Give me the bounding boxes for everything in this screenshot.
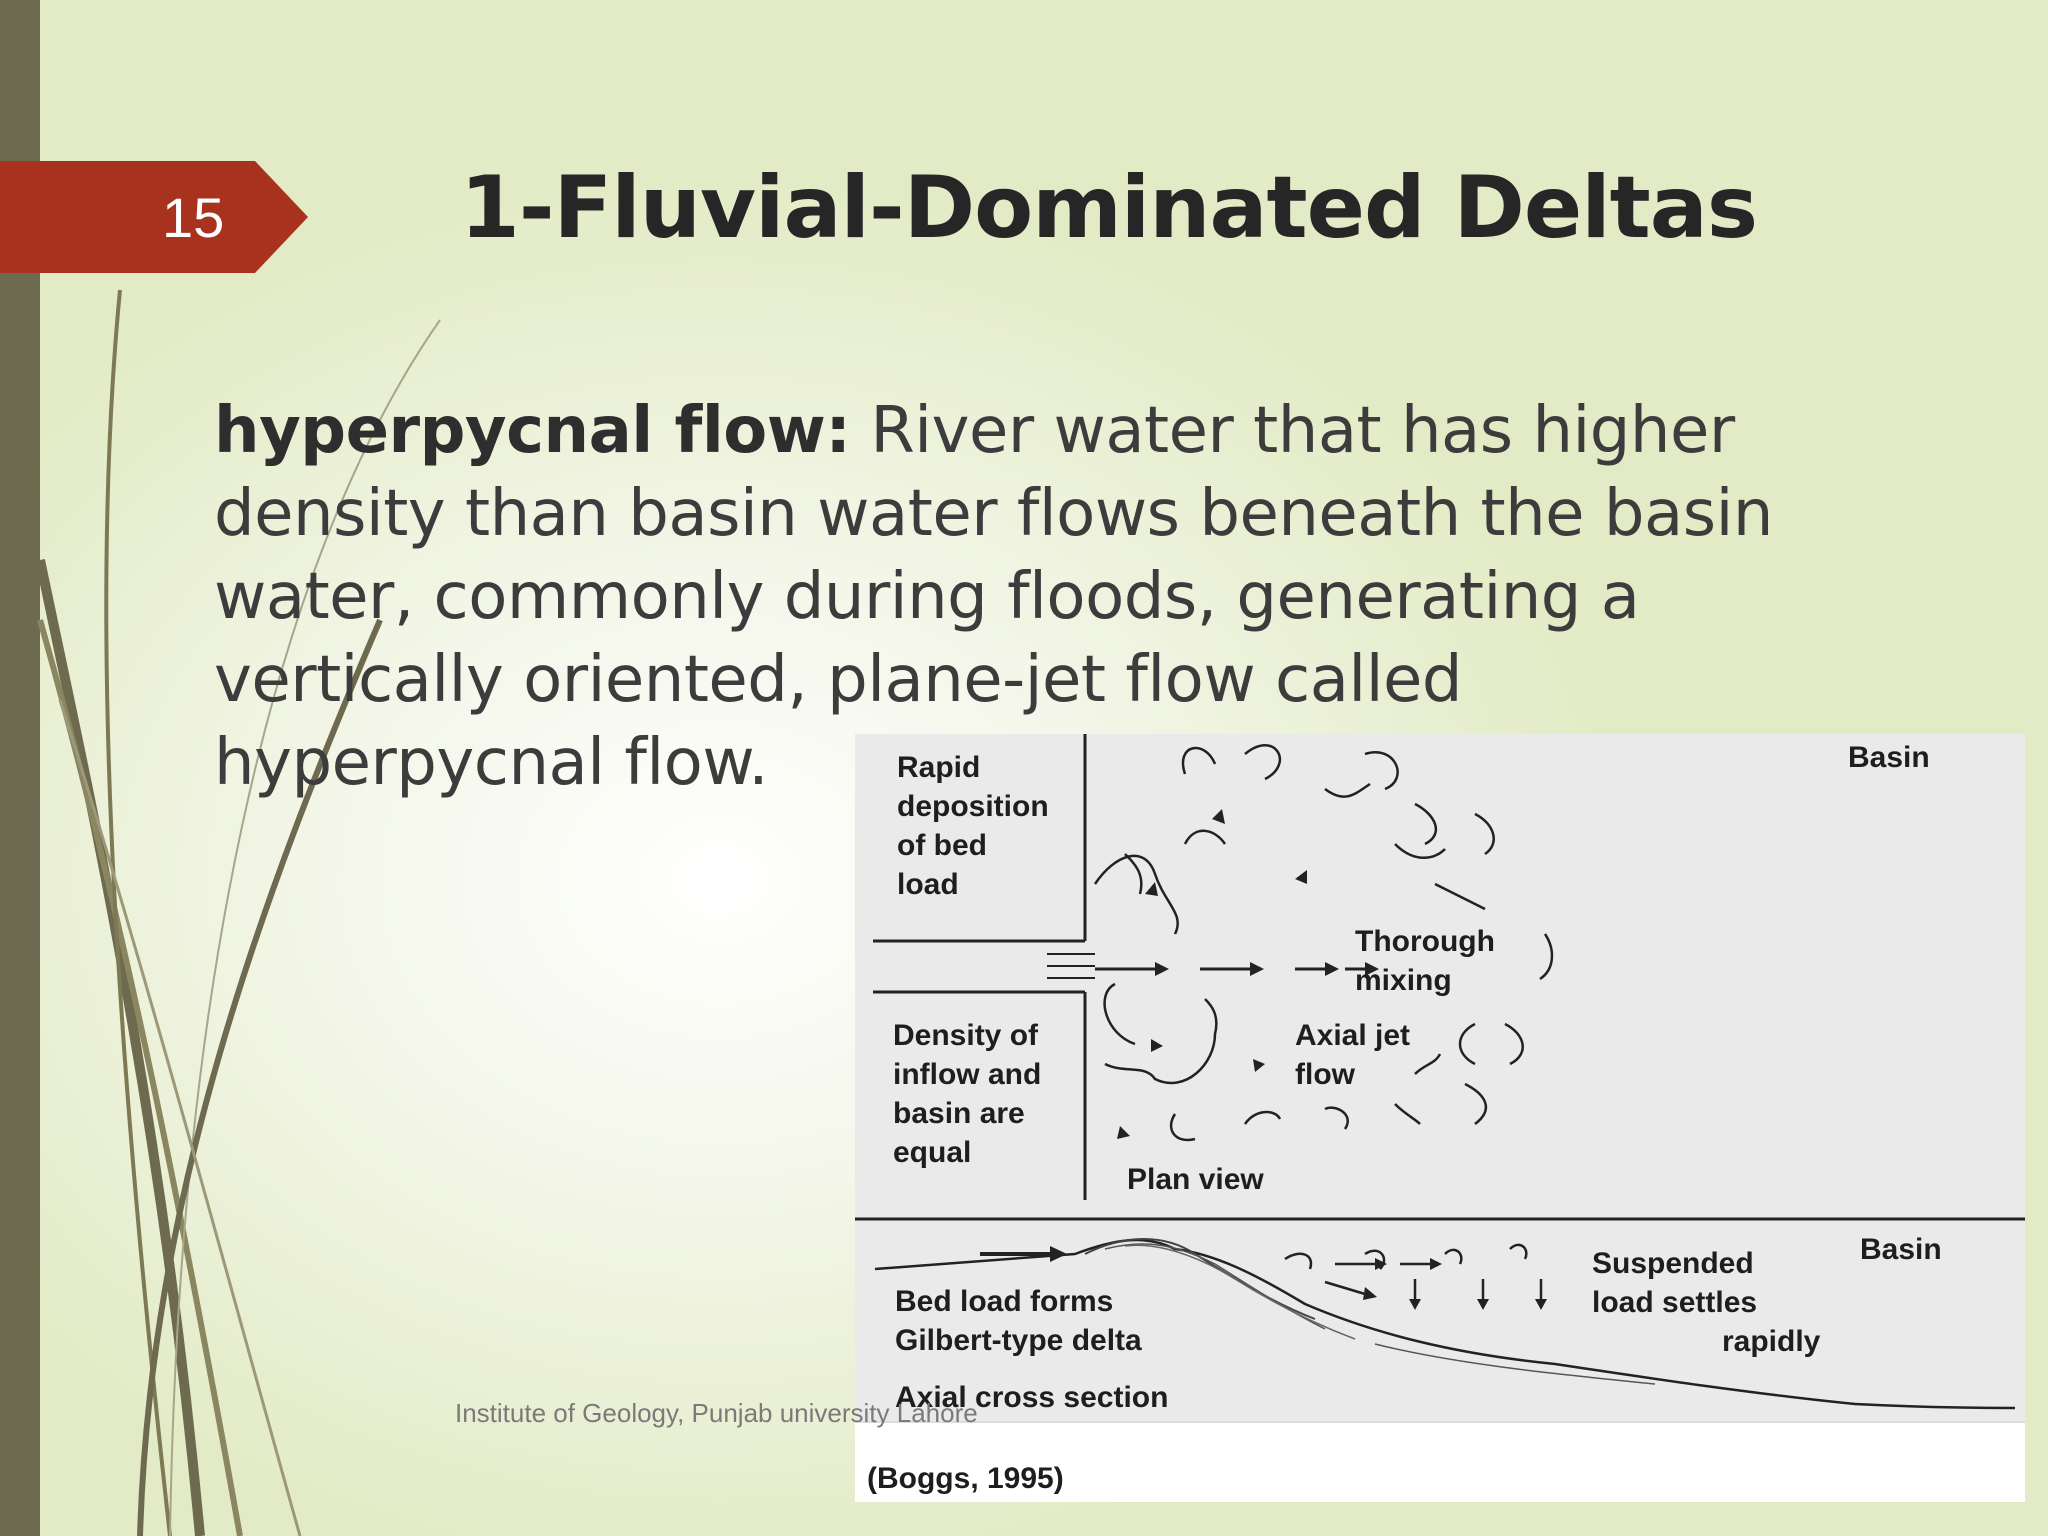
label-line: load settles (1592, 1286, 1758, 1319)
definition-term: hyperpycnal flow: (214, 394, 851, 468)
label-line: Gilbert-type delta (895, 1324, 1142, 1357)
label-line: deposition (897, 790, 1049, 823)
label-thorough-mixing: Thorough mixing (1355, 922, 1495, 1000)
label-line: mixing (1355, 964, 1452, 997)
label-density-equal: Density of inflow and basin are equal (893, 1016, 1041, 1172)
slide-number: 15 (162, 186, 225, 249)
diagram-drawing (855, 734, 2025, 1423)
label-line: rapidly (1722, 1325, 1821, 1358)
label-line: of bed (897, 829, 987, 862)
label-line: Thorough (1355, 925, 1495, 958)
delta-diagram-figure: Rapid deposition of bed load Density of … (855, 734, 2025, 1502)
label-line: Rapid (897, 751, 981, 784)
slide-body: hyperpycnal flow: River water that has h… (214, 390, 1914, 805)
label-suspended-load: Suspended load settles rapidly (1592, 1244, 1820, 1361)
label-axial-jet-flow: Axial jet flow (1295, 1016, 1410, 1094)
label-basin-section: Basin (1860, 1233, 1942, 1266)
diagram-background (855, 734, 2025, 1422)
label-line: flow (1295, 1058, 1355, 1091)
body-line-5: hyperpycnal flow. (214, 726, 769, 800)
label-line: load (897, 868, 959, 901)
label-line: Axial jet (1295, 1019, 1411, 1052)
figure-citation: (Boggs, 1995) (867, 1462, 1064, 1495)
label-line: equal (893, 1136, 972, 1169)
label-axial-cross-section: Axial cross section (895, 1381, 1169, 1414)
label-line: Bed load forms (895, 1285, 1114, 1318)
label-rapid-deposition: Rapid deposition of bed load (897, 748, 1049, 904)
slide-title: 1-Fluvial-Dominated Deltas (460, 158, 1758, 258)
definition-text: River water that has higher (850, 394, 1735, 468)
body-line-1: hyperpycnal flow: River water that has h… (214, 390, 1914, 473)
label-bed-load: Bed load forms Gilbert-type delta (895, 1282, 1142, 1360)
slide-number-tag (0, 161, 308, 273)
body-line-3: water, commonly during floods, generatin… (214, 560, 1640, 634)
label-line: Density of (893, 1019, 1039, 1052)
label-line: inflow and (893, 1058, 1042, 1091)
label-basin-plan: Basin (1848, 741, 1930, 774)
body-line-2: density than basin water flows beneath t… (214, 477, 1773, 551)
body-line-4: vertically oriented, plane-jet flow call… (214, 643, 1462, 717)
slide-footer: Institute of Geology, Punjab university … (455, 1398, 978, 1428)
label-plan-view: Plan view (1127, 1163, 1264, 1196)
label-line: Suspended (1592, 1247, 1754, 1280)
label-line: basin are (893, 1097, 1025, 1130)
